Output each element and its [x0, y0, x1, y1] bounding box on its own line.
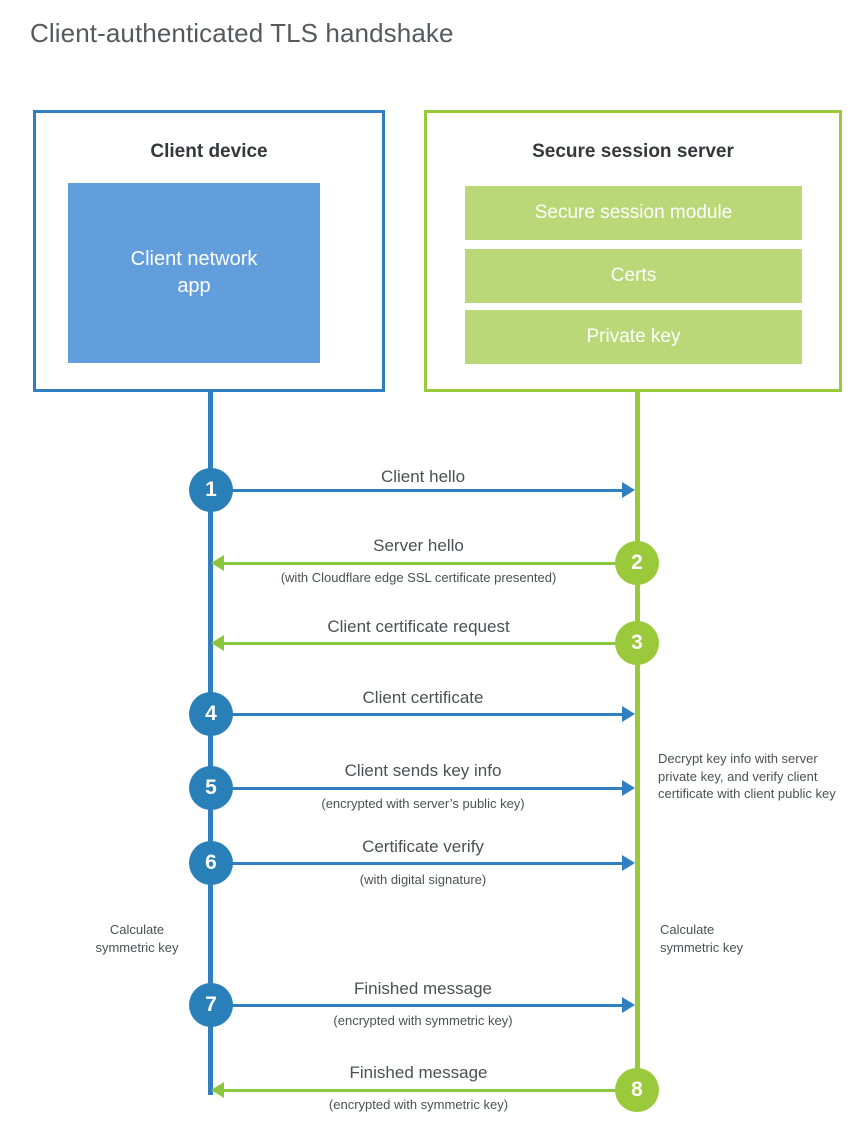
step-8-sublabel: (encrypted with symmetric key): [328, 1097, 509, 1112]
step-4-arrow-head: [622, 706, 635, 722]
client-calculate-symmetric-key-note: Calculate symmetric key: [62, 921, 212, 956]
step-3-arrow-shaft: [224, 642, 635, 645]
step-6-arrow-shaft: [213, 862, 624, 865]
step-4-arrow-shaft: [213, 713, 624, 716]
step-badge-8[interactable]: 8: [615, 1068, 659, 1112]
step-8-label: Finished message: [349, 1063, 488, 1082]
server-component-secure-session-module: Secure session module: [465, 186, 802, 240]
step-7-sublabel: (encrypted with symmetric key): [333, 1013, 513, 1028]
step-3-arrow-head: [211, 635, 224, 651]
client-app-label-line2: app: [177, 275, 211, 297]
server-component-label: Private key: [586, 326, 681, 347]
step-2-sublabel: (with Cloudflare edge SSL certificate pr…: [280, 570, 557, 585]
calc-key-client-line1: Calculate: [109, 922, 165, 937]
step-badge-6[interactable]: 6: [189, 841, 233, 885]
step-8-arrow-shaft: [224, 1089, 635, 1092]
server-lifeline: [635, 392, 640, 1095]
step-badge-2[interactable]: 2: [615, 541, 659, 585]
client-lifeline: [208, 392, 213, 1095]
calc-key-client-line2: symmetric key: [95, 939, 179, 955]
step-badge-7[interactable]: 7: [189, 983, 233, 1027]
step-badge-5[interactable]: 5: [189, 766, 233, 810]
step-1-arrow-shaft: [213, 489, 624, 492]
calc-key-server-line1: Calculate: [660, 922, 715, 937]
step-4-label: Client certificate: [362, 688, 484, 707]
secure-session-server-title: Secure session server: [532, 141, 734, 162]
step-2-arrow-shaft: [224, 562, 635, 565]
client-app-label-line1: Client network: [130, 248, 258, 270]
step-7-arrow-head: [622, 997, 635, 1013]
step-5-label: Client sends key info: [344, 761, 502, 780]
step-7-label: Finished message: [354, 979, 492, 998]
step-badge-4[interactable]: 4: [189, 692, 233, 736]
step-badge-3[interactable]: 3: [615, 621, 659, 665]
step-8-arrow-head: [211, 1082, 224, 1098]
step-1-arrow-head: [622, 482, 635, 498]
step-badge-1[interactable]: 1: [189, 468, 233, 512]
step-6-label: Certificate verify: [362, 837, 484, 856]
calc-key-server-line2: symmetric key: [660, 939, 744, 955]
client-network-app-label: Client network app: [131, 246, 258, 300]
client-network-app-block: Client network app: [68, 183, 320, 363]
server-decrypt-note: Decrypt key info with server private key…: [658, 751, 836, 801]
server-component-label: Certs: [610, 265, 657, 286]
step-5-arrow-shaft: [213, 787, 624, 790]
page-title: Client-authenticated TLS handshake: [30, 18, 454, 48]
server-calculate-symmetric-key-note: Calculate symmetric key: [660, 921, 820, 956]
step-6-sublabel: (with digital signature): [359, 872, 487, 887]
step-7-arrow-shaft: [213, 1004, 624, 1007]
step-2-label: Server hello: [373, 536, 464, 555]
step-1-label: Client hello: [380, 467, 466, 486]
step-5-arrow-head: [622, 780, 635, 796]
step-3-label: Client certificate request: [327, 617, 510, 636]
step-6-arrow-head: [622, 855, 635, 871]
client-device-title: Client device: [150, 141, 268, 162]
server-component-label: Secure session module: [534, 202, 733, 223]
step-5-sublabel: (encrypted with server’s public key): [321, 796, 525, 811]
server-component-certs: Certs: [465, 249, 802, 303]
step-2-arrow-head: [211, 555, 224, 571]
server-component-private-key: Private key: [465, 310, 802, 364]
